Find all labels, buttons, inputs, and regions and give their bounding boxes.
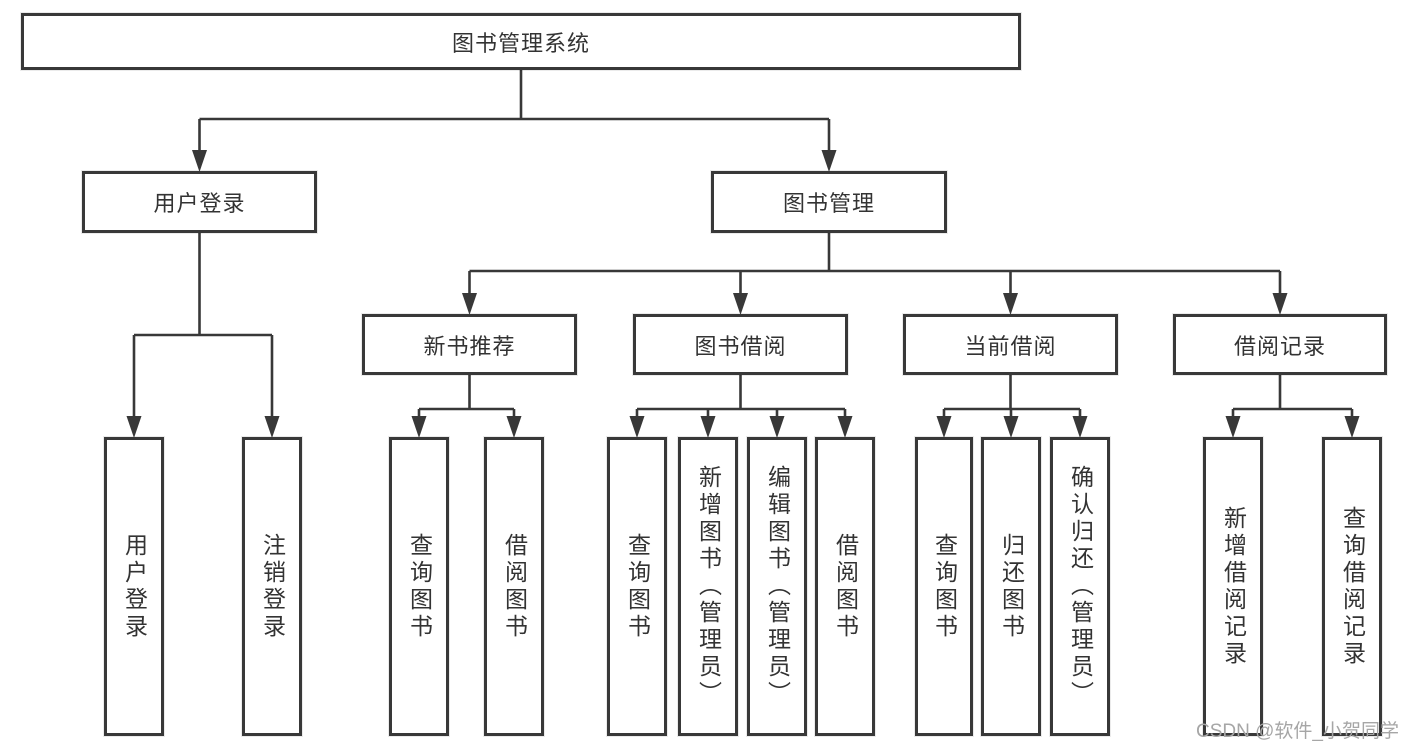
node-label-leaf-borrow-2: 借阅图书 <box>832 532 859 641</box>
node-leaf-edit-book: 编辑图书（管理员） <box>747 437 807 736</box>
node-label-book-mgmt: 图书管理 <box>782 191 875 216</box>
node-leaf-query-1: 查询图书 <box>389 437 449 736</box>
node-label-leaf-query-3: 查询图书 <box>931 532 958 641</box>
watermark: CSDN @软件_小贺同学 <box>1196 721 1399 742</box>
node-leaf-borrow-1: 借阅图书 <box>484 437 544 736</box>
node-leaf-user-login: 用户登录 <box>104 437 164 736</box>
node-label-borrow-record: 借阅记录 <box>1233 333 1326 359</box>
node-new-book-rec: 新书推荐 <box>362 314 577 375</box>
node-label-leaf-borrow-1: 借阅图书 <box>501 532 528 641</box>
node-leaf-query-2: 查询图书 <box>607 437 667 736</box>
node-label-leaf-query-2: 查询图书 <box>624 532 651 641</box>
node-label-current-borrow: 当前借阅 <box>964 333 1057 359</box>
node-leaf-query-3: 查询图书 <box>915 437 973 736</box>
node-leaf-return-book: 归还图书 <box>981 437 1041 736</box>
node-label-leaf-user-login: 用户登录 <box>121 532 148 641</box>
node-label-leaf-query-record: 查询借阅记录 <box>1339 505 1366 668</box>
node-leaf-borrow-2: 借阅图书 <box>815 437 875 736</box>
node-leaf-query-record: 查询借阅记录 <box>1322 437 1382 736</box>
node-leaf-confirm-ret: 确认归还（管理员） <box>1050 437 1110 736</box>
node-leaf-logout: 注销登录 <box>242 437 302 736</box>
node-book-borrow: 图书借阅 <box>633 314 848 375</box>
node-label-leaf-return-book: 归还图书 <box>998 532 1025 641</box>
node-label-leaf-add-book: 新增图书（管理员） <box>695 465 722 708</box>
node-book-mgmt: 图书管理 <box>711 171 947 233</box>
node-label-leaf-logout: 注销登录 <box>259 532 286 641</box>
node-label-leaf-edit-book: 编辑图书（管理员） <box>764 465 791 708</box>
node-current-borrow: 当前借阅 <box>903 314 1118 375</box>
node-label-book-borrow: 图书借阅 <box>694 333 787 359</box>
node-label-new-book-rec: 新书推荐 <box>423 333 516 359</box>
node-leaf-add-book: 新增图书（管理员） <box>678 437 738 736</box>
node-label-root: 图书管理系统 <box>451 30 590 56</box>
node-borrow-record: 借阅记录 <box>1173 314 1387 375</box>
node-leaf-add-record: 新增借阅记录 <box>1203 437 1263 736</box>
node-label-user-login: 用户登录 <box>153 191 246 216</box>
node-user-login: 用户登录 <box>82 171 317 233</box>
node-label-leaf-query-1: 查询图书 <box>406 532 433 641</box>
node-root: 图书管理系统 <box>21 13 1021 70</box>
node-label-leaf-confirm-ret: 确认归还（管理员） <box>1067 465 1094 708</box>
node-label-leaf-add-record: 新增借阅记录 <box>1220 505 1247 668</box>
